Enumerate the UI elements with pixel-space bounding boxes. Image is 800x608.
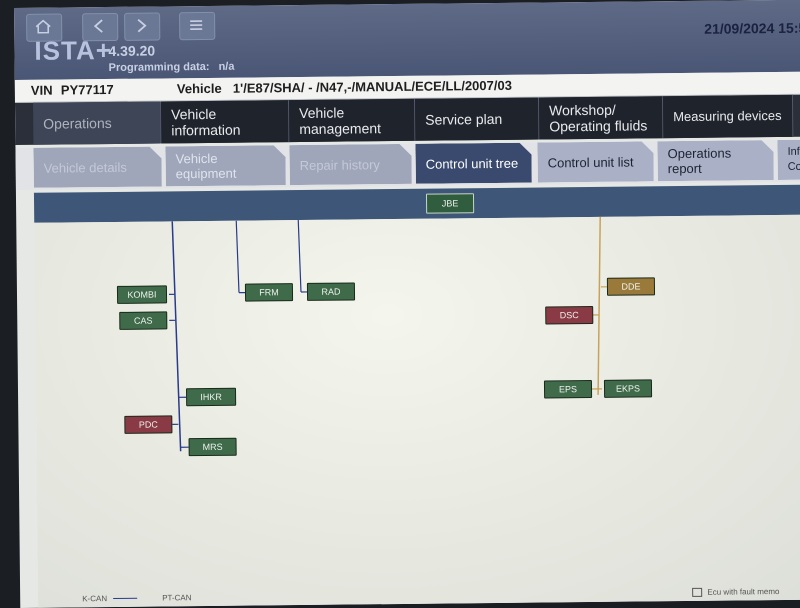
ecu-cas[interactable]: CAS <box>119 311 167 330</box>
ecu-pdc[interactable]: PDC <box>124 415 172 434</box>
programming-value: n/a <box>218 61 234 73</box>
subtab-control-unit-tree[interactable]: Control unit tree <box>415 143 531 184</box>
list-icon <box>187 17 205 33</box>
list-button[interactable] <box>179 12 215 40</box>
title-bar: ISTA+ 4.39.20 Programming data: n/a 21/0… <box>14 0 800 80</box>
subtab-operations-report[interactable]: Operations report <box>657 140 773 181</box>
tab-vehicle-management[interactable]: Vehicle management <box>289 99 415 142</box>
main-nav: Operations Vehicle information Vehicle m… <box>15 95 800 145</box>
sub-nav: Vehicle details Vehicle equipment Repair… <box>15 140 800 190</box>
app-logo: ISTA+ <box>34 35 112 67</box>
back-arrow-icon <box>90 18 108 34</box>
datetime: 21/09/2024 15:5 <box>704 20 800 37</box>
ecu-dsc[interactable]: DSC <box>545 306 593 325</box>
ecu-jbe[interactable]: JBE <box>426 193 474 214</box>
tab-operations[interactable]: Operations <box>33 101 161 144</box>
ecu-kombi[interactable]: KOMBI <box>117 285 167 304</box>
forward-arrow-icon <box>132 18 150 34</box>
tab-measuring-devices[interactable]: Measuring devices <box>663 95 793 138</box>
ecu-dde[interactable]: DDE <box>607 277 655 296</box>
home-icon <box>34 19 52 35</box>
legend-kcan-label: K-CAN <box>82 594 107 603</box>
ecu-ekps[interactable]: EKPS <box>604 379 652 398</box>
vehicle-label: Vehicle <box>177 81 222 96</box>
ecu-mrs[interactable]: MRS <box>189 438 237 457</box>
legend-fault-label: Ecu with fault memo <box>707 587 779 597</box>
ecu-eps[interactable]: EPS <box>544 380 592 399</box>
legend-fault-memory: Ecu with fault memo <box>692 587 779 597</box>
ecu-frm[interactable]: FRM <box>245 283 293 302</box>
ista-screen: ISTA+ 4.39.20 Programming data: n/a 21/0… <box>14 0 800 608</box>
ecu-ihkr[interactable]: IHKR <box>186 388 236 407</box>
subtab-repair-history[interactable]: Repair history <box>289 144 411 185</box>
tab-vehicle-information[interactable]: Vehicle information <box>161 100 289 143</box>
bus-lines <box>34 215 800 608</box>
programming-data: Programming data: n/a <box>109 61 235 74</box>
legend-ptcan: PT-CAN <box>162 593 191 602</box>
tab-workshop-operating-fluids[interactable]: Workshop/ Operating fluids <box>539 96 663 139</box>
tab-service-plan[interactable]: Service plan <box>415 98 539 141</box>
subtab-info-con[interactable]: Info Con <box>777 140 800 180</box>
subtab-control-unit-list[interactable]: Control unit list <box>537 141 653 182</box>
legend-kcan-line <box>113 598 137 599</box>
subtab-vehicle-equipment[interactable]: Vehicle equipment <box>165 145 285 186</box>
forward-button[interactable] <box>124 12 160 40</box>
subtab-vehicle-details[interactable]: Vehicle details <box>33 146 161 187</box>
tree-canvas: KOMBI CAS FRM RAD IHKR PDC MRS DDE DSC E… <box>34 215 800 608</box>
programming-label: Programming data: <box>109 61 210 74</box>
legend-kcan: K-CAN <box>82 594 137 604</box>
legend-ptcan-label: PT-CAN <box>162 593 191 602</box>
vin-label: VIN <box>31 83 53 98</box>
ecu-rad[interactable]: RAD <box>307 282 355 301</box>
vin-value: PY77117 <box>61 82 114 98</box>
vehicle-value: 1'/E87/SHA/ - /N47,-/MANUAL/ECE/LL/2007/… <box>233 78 512 96</box>
legend-fault-swatch <box>692 588 702 597</box>
app-version: 4.39.20 <box>108 43 155 59</box>
control-unit-tree: JBE KOMBI <box>34 185 800 608</box>
